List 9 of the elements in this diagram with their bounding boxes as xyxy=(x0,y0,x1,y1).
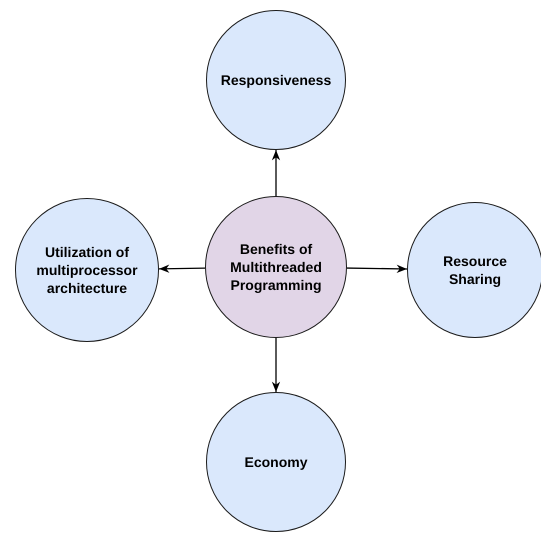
arrow xyxy=(346,264,408,273)
node-label: Resource Sharing xyxy=(442,252,508,288)
arrow xyxy=(272,338,280,392)
node-label: Benefits of Multithreaded Programming xyxy=(229,240,323,294)
arrow xyxy=(158,264,206,273)
arrow xyxy=(272,150,280,196)
node-label: Responsiveness xyxy=(220,71,332,89)
node-label: Economy xyxy=(243,453,308,471)
node-label: Utilization of multiprocessor architecture xyxy=(35,243,139,297)
